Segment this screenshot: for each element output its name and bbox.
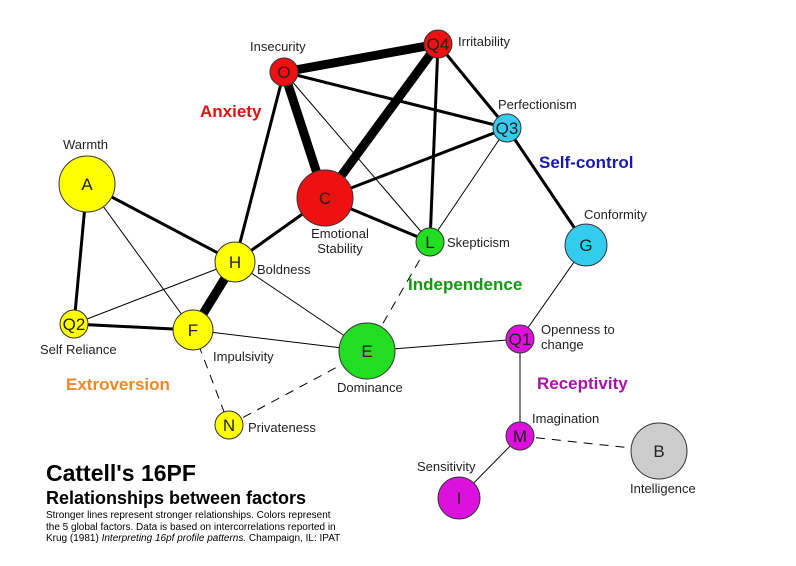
- factor-name-n: Privateness: [248, 420, 316, 435]
- edge-q4-l: [428, 42, 440, 244]
- edge-o-l: [283, 71, 431, 243]
- factor-circle-a: [58, 155, 116, 213]
- factor-code-n: N: [223, 416, 235, 435]
- factor-circle-e: [338, 322, 396, 380]
- factor-node-n: N Privateness: [214, 410, 316, 440]
- factor-circle-i: [437, 476, 481, 520]
- factor-circle-o: [269, 57, 299, 87]
- factor-name-o: Insecurity: [250, 39, 306, 54]
- factor-node-h: H Boldness: [214, 241, 311, 283]
- factor-node-a: A Warmth: [58, 137, 116, 213]
- edge-o-q3: [282, 70, 509, 130]
- factor-code-o: O: [277, 63, 290, 82]
- factor-name-m: Imagination: [532, 411, 599, 426]
- edge-q4-c: [320, 39, 443, 203]
- factor-code-i: I: [457, 489, 462, 508]
- diagram-subtitle: Relationships between factors: [46, 488, 307, 508]
- global-factor-labels: Anxiety Self-control Independence Extrov…: [66, 102, 633, 394]
- factor-node-q3: Q3 Perfectionism: [492, 97, 577, 143]
- factor-name-a: Warmth: [63, 137, 108, 152]
- factor-circle-q4: [423, 29, 453, 59]
- note-line-2: the 5 global factors. Data is based on i…: [46, 521, 336, 533]
- factor-circle-q3: [492, 113, 522, 143]
- edge-q3-l: [429, 127, 508, 243]
- edge-o-q4: [279, 39, 443, 77]
- edge-o-h: [233, 70, 286, 264]
- factor-name-h: Boldness: [257, 262, 311, 277]
- edge-q3-c: [323, 126, 509, 200]
- factor-code-q2: Q2: [63, 315, 86, 334]
- factor-name-l: Skepticism: [447, 235, 510, 250]
- factor-code-c: C: [319, 189, 331, 208]
- factor-node-q4: Q4 Irritability: [423, 29, 511, 59]
- factor-node-o: O Insecurity: [250, 39, 306, 87]
- factor-name-e: Dominance: [337, 380, 403, 395]
- note-publisher: Champaign, IL: IPAT: [246, 533, 341, 544]
- diagram-title: Cattell's 16PF: [46, 460, 196, 486]
- factor-name-b: Intelligence: [630, 481, 696, 496]
- edge-q2-h: [73, 261, 236, 325]
- edge-layer: [72, 39, 660, 499]
- factor-node-f: F Impulsivity: [172, 309, 274, 364]
- factor-circle-g: [564, 223, 608, 267]
- factor-code-a: A: [81, 175, 93, 194]
- factor-name-g: Conformity: [584, 207, 647, 222]
- factor-code-q4: Q4: [427, 35, 450, 54]
- factor-code-q3: Q3: [496, 119, 519, 138]
- factor-circle-m: [505, 421, 535, 451]
- edge-f-e: [192, 329, 368, 352]
- edge-a-f: [86, 183, 194, 331]
- note-line-1: Stronger lines represent stronger relati…: [46, 510, 331, 521]
- factor-node-b: B Intelligence: [630, 422, 696, 496]
- group-label-independence: Independence: [408, 275, 522, 294]
- factor-name-i: Sensitivity: [417, 459, 476, 474]
- factor-name-q4: Irritability: [458, 34, 511, 49]
- caption-block: Cattell's 16PF Relationships between fac…: [46, 460, 406, 545]
- group-label-extroversion: Extroversion: [66, 375, 170, 394]
- factor-circle-b: [630, 422, 688, 480]
- factor-node-g: G Conformity: [564, 207, 647, 267]
- diagram-note: Stronger lines represent stronger relati…: [46, 510, 406, 545]
- factor-circle-q2: [59, 309, 89, 339]
- factor-circle-f: [172, 309, 214, 351]
- note-book-title: Interpreting 16pf profile patterns.: [101, 533, 247, 544]
- note-citation: Krug (1981): [46, 533, 102, 544]
- factor-circle-h: [214, 241, 256, 283]
- factor-code-b: B: [653, 442, 664, 461]
- edge-q3-g: [505, 126, 588, 247]
- factor-node-e: E Dominance: [337, 322, 403, 395]
- factor-circle-c: [296, 169, 354, 227]
- factor-code-q1: Q1: [509, 330, 532, 349]
- group-label-self-control: Self-control: [539, 153, 633, 172]
- factor-node-m: M Imagination: [505, 411, 599, 451]
- factor-name-f: Impulsivity: [213, 349, 274, 364]
- factor-code-h: H: [229, 253, 241, 272]
- group-label-anxiety: Anxiety: [200, 102, 262, 121]
- factor-node-l: L Skepticism: [415, 227, 510, 257]
- edge-q4-q3: [436, 42, 509, 130]
- factor-node-i: I Sensitivity: [417, 459, 481, 520]
- factor-code-g: G: [579, 236, 592, 255]
- note-line-3: Krug (1981) Interpreting 16pf profile pa…: [46, 533, 406, 545]
- factor-circle-l: [415, 227, 445, 257]
- factor-code-f: F: [188, 321, 198, 340]
- factor-name-q2: Self Reliance: [40, 342, 117, 357]
- factor-circle-n: [214, 410, 244, 440]
- factor-code-l: L: [425, 233, 434, 252]
- factor-circle-q1: [505, 324, 535, 354]
- factor-code-e: E: [361, 342, 372, 361]
- factor-code-m: M: [513, 427, 527, 446]
- group-label-receptivity: Receptivity: [537, 374, 628, 393]
- factor-name-q3: Perfectionism: [498, 97, 577, 112]
